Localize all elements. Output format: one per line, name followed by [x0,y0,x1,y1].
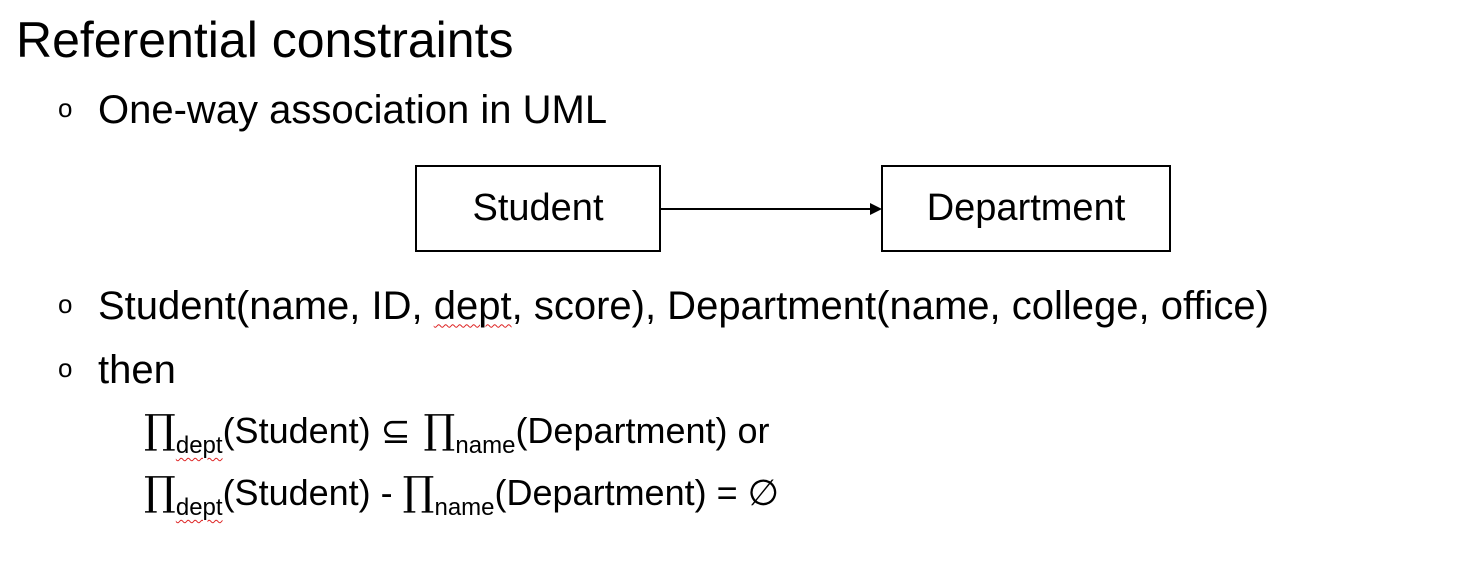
formula-subset: ∏dept(Student) ⊆ ∏name(Department) or [144,407,770,459]
bullet-text: One-way association in UML [98,88,608,133]
projection-symbol: ∏ [144,407,176,453]
projection-subscript: name [434,494,495,521]
bullet-icon: o [58,353,73,384]
formula-operand: (Department) = [494,472,748,513]
empty-set-symbol: ∅ [747,473,779,514]
formula-difference: ∏dept(Student) - ∏name(Department) = ∅ [144,469,779,521]
projection-subscript: dept [175,432,223,459]
projection-symbol: ∏ [410,407,456,453]
projection-symbol: ∏ [402,469,435,515]
bullet-schemas: o Student(name, ID, dept, score), Departm… [58,280,1269,330]
bullet-icon: o [58,93,73,124]
bullet-uml: o One-way association in UML [58,84,607,134]
uml-class-department: Department [881,165,1171,252]
bullet-text: Student(name, ID, dept, score), Departme… [98,284,1269,329]
projection-subscript: dept [175,494,223,521]
projection-symbol: ∏ [144,469,176,515]
spellcheck-word: dept [433,284,512,329]
slide-title: Referential constraints [16,12,514,68]
projection-subscript: name [455,432,516,459]
arrow-head [870,203,882,215]
formula-operand: (Department) or [515,410,770,451]
association-arrow [660,203,882,215]
subset-symbol: ⊆ [380,411,411,452]
bullet-text: then [98,348,176,393]
uml-class-label: Department [926,187,1126,229]
uml-class-student: Student [415,165,661,252]
uml-class-label: Student [472,187,604,229]
bullet-icon: o [58,289,73,320]
formula-operand: (Student) - [222,472,403,513]
formula-operand: (Student) [222,410,381,451]
